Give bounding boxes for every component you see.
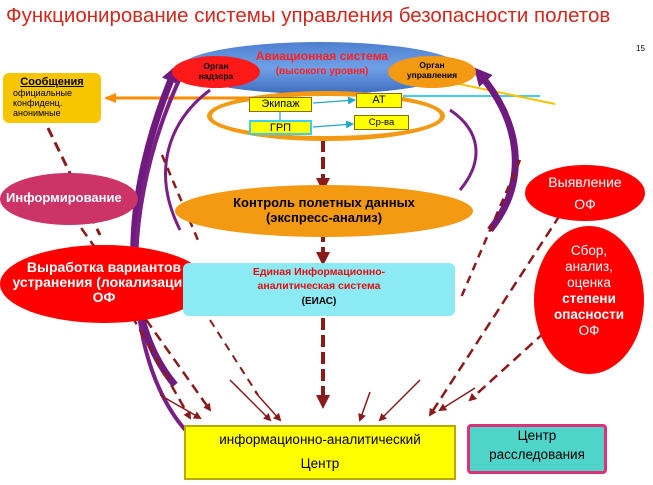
arrow-small-5 xyxy=(438,387,476,412)
eias-box xyxy=(183,263,455,316)
detection-line1: Выявление xyxy=(548,174,622,190)
purple-curve-inner xyxy=(164,88,211,231)
aviation-system-sublabel: (высокого уровня) xyxy=(275,66,369,77)
assessment-line5: опасности xyxy=(553,307,625,322)
assessment-text: Сбор, анализ, оценка степени опасности О… xyxy=(534,243,644,339)
supervision-body-ellipse xyxy=(172,56,260,88)
detection-ellipse xyxy=(525,165,645,221)
dash-control-left xyxy=(160,154,202,246)
flight-data-control-line1: Контроль полетных данных xyxy=(233,195,415,210)
info-center-line2: Центр xyxy=(300,456,340,471)
atc-box: АТ xyxy=(356,93,402,108)
eias-abbr: (ЕИАС) xyxy=(301,296,337,307)
messages-box: Сообщения официальные конфиденц. анонимн… xyxy=(3,73,101,123)
purple-curve-inner-right xyxy=(449,108,478,191)
supervision-body-label: Орган надзора xyxy=(198,61,234,81)
investigation-center-line1: Центр xyxy=(517,428,557,443)
purple-curve-right xyxy=(474,67,519,233)
messages-heading: Сообщения xyxy=(20,76,84,88)
arrow-small-3 xyxy=(358,391,371,422)
investigation-center-line2: расследования xyxy=(489,447,585,462)
ground-handling-box: ГРП xyxy=(249,120,312,135)
informing-label: Информирование xyxy=(6,190,122,205)
arrow-small-4 xyxy=(254,391,282,422)
management-body-ellipse xyxy=(388,56,476,88)
messages-item-official: официальные xyxy=(13,88,73,98)
investigation-center-box xyxy=(467,424,607,474)
slide-number: 15 xyxy=(636,44,645,53)
assessment-line3: оценка xyxy=(567,275,611,290)
assessment-line4: степени xyxy=(562,291,616,306)
elimination-label: Выработка вариантов устранения (локализа… xyxy=(12,259,196,305)
page-title: Функционирование системы управления безо… xyxy=(6,4,611,27)
assessment-line1: Сбор, xyxy=(570,243,608,258)
elimination-ellipse xyxy=(0,245,208,323)
aviation-system-ring xyxy=(207,91,445,141)
flight-data-control-line2: (экспресс-анализ) xyxy=(265,210,383,225)
eias-line2: аналитическая система xyxy=(257,280,381,292)
facilities-box: Ср-ва xyxy=(354,115,409,130)
informing-ellipse xyxy=(0,173,138,225)
info-center-line1: информационно-аналитический xyxy=(219,432,421,447)
dash-right-1 xyxy=(428,214,562,417)
flight-data-control-ellipse xyxy=(175,185,473,237)
messages-item-confidential: конфиденц. xyxy=(13,98,63,108)
arrow-small-1 xyxy=(229,379,272,422)
info-center-box xyxy=(184,425,456,480)
messages-item-anonymous: анонимные xyxy=(13,108,61,118)
detection-line2: ОФ xyxy=(574,196,596,212)
management-body-label: Орган управления xyxy=(406,60,458,80)
dash-left-lower xyxy=(98,259,192,420)
assessment-line2: анализ, xyxy=(565,259,613,274)
assessment-line6: ОФ xyxy=(578,323,600,338)
dash-eias-left xyxy=(209,319,259,396)
assessment-ellipse xyxy=(534,226,644,374)
dash-right-2 xyxy=(458,159,522,301)
aviation-system-label: Авиационная система xyxy=(255,49,389,63)
eias-line1: Единая Информационно- xyxy=(252,266,386,278)
arrow-small-6 xyxy=(159,394,202,419)
arrow-small-2 xyxy=(378,379,421,422)
crew-box: Экипаж xyxy=(249,97,312,112)
